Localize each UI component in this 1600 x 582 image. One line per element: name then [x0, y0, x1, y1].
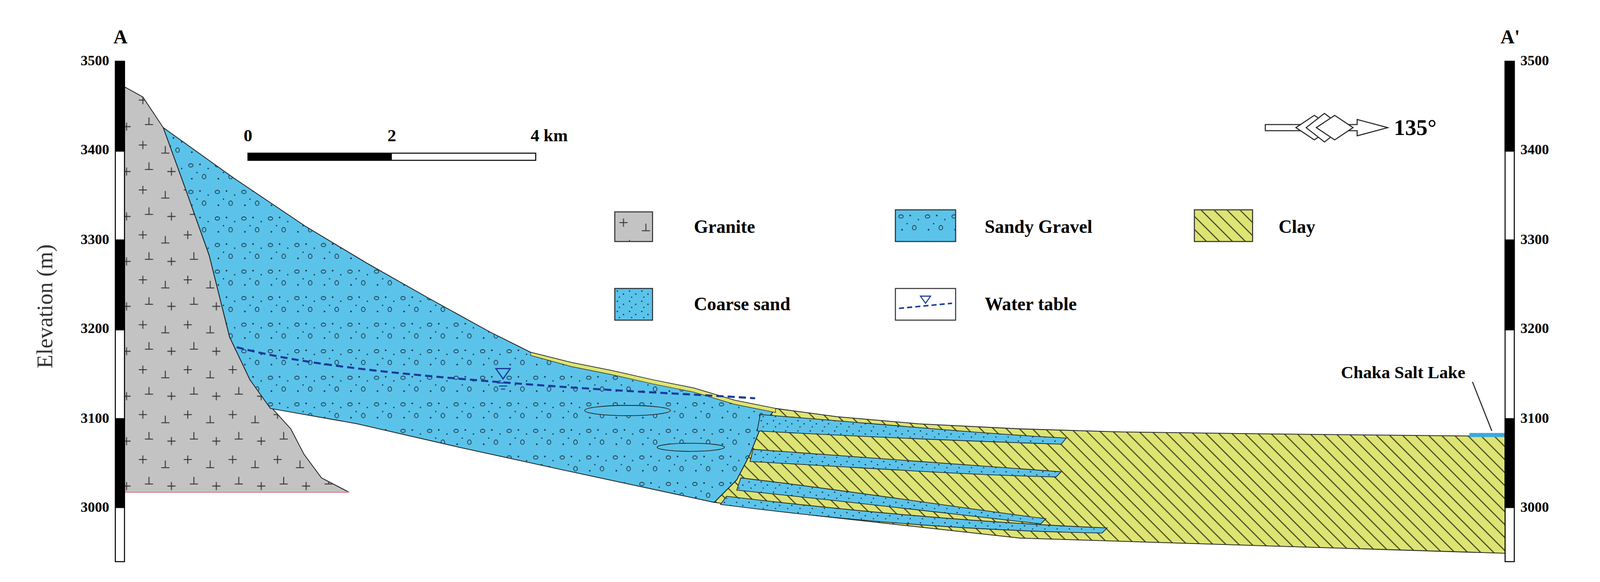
section-shape: [530, 351, 776, 413]
section-shape: [1469, 432, 1511, 437]
axis-tick: 3400: [1520, 143, 1550, 158]
section-shape: [584, 405, 1108, 533]
swatch-texture: [615, 212, 653, 241]
section-shape: [115, 61, 125, 562]
swatch-pattern: [896, 288, 955, 320]
swatch-pattern: [896, 210, 955, 242]
azimuth-label: 135°: [1394, 116, 1437, 139]
section-shape: [714, 408, 1511, 553]
axis-tick: 3500: [80, 54, 109, 69]
legend-text: Sandy Gravel: [984, 217, 1093, 236]
legend-text: Granite: [693, 217, 755, 236]
section-shape: [1505, 61, 1515, 151]
section-shape: [749, 448, 1062, 477]
section-shape: [1505, 61, 1515, 562]
legend-swatch: [894, 209, 956, 242]
axis-tick: 3300: [80, 232, 109, 247]
section-shape: [720, 414, 1108, 533]
axis-title: Elevation (m): [33, 243, 56, 369]
section-shape: [657, 442, 725, 451]
section-shape: [115, 61, 1515, 562]
section-shape: [115, 418, 125, 508]
section-shape: [163, 127, 776, 503]
section-shape: [495, 368, 511, 379]
section-shape: [247, 153, 536, 161]
section-shape: [720, 495, 1108, 533]
scale-label: 4 km: [530, 126, 568, 145]
section-shape: [757, 414, 1067, 444]
section-shape: [115, 61, 125, 151]
axis-tick: 3000: [80, 499, 109, 515]
swatch-pattern: [615, 288, 653, 320]
section-end: A: [113, 27, 128, 47]
swatch-pattern: [615, 212, 653, 241]
section-shape: [714, 408, 1511, 553]
axis-tick: 3200: [1520, 321, 1550, 336]
section-shape: [1472, 381, 1492, 431]
section-shape: [247, 153, 392, 161]
section-shape: [163, 127, 776, 503]
section-shape: [1505, 418, 1515, 508]
legend-swatch: [614, 287, 654, 321]
legend-swatch: [894, 287, 956, 321]
section-end: A': [1500, 27, 1520, 47]
water-table-symbol: [920, 295, 931, 303]
section-shape: [124, 491, 350, 493]
swatch-texture: [1194, 210, 1253, 242]
section-shape: [749, 448, 1062, 477]
section-shape: [236, 347, 755, 398]
legend-swatch: [614, 211, 654, 243]
section-shape: [1505, 239, 1515, 330]
scale-label: 2: [387, 126, 397, 145]
axis-tick: 3100: [80, 410, 109, 426]
swatch-texture: [615, 288, 653, 320]
legend-text: Clay: [1278, 217, 1316, 236]
legend-text: Coarse sand: [693, 294, 791, 314]
axis-tick: 3100: [1520, 410, 1550, 426]
axis-tick: 3300: [1520, 232, 1550, 247]
section-shape: [1316, 115, 1353, 140]
section-shape: [1265, 113, 1388, 143]
lake-label: Chaka Salt Lake: [1340, 363, 1466, 382]
section-shape: [497, 382, 510, 390]
axis-tick: 3500: [1520, 54, 1550, 69]
scale-label: 0: [243, 126, 252, 145]
section-shape: [757, 414, 1067, 444]
section-shape: [115, 239, 125, 330]
legend-swatch: [1193, 209, 1253, 242]
swatch-texture: [896, 210, 955, 242]
axis-tick: 3400: [80, 143, 109, 158]
axis-tick: 3200: [80, 321, 109, 336]
axis-tick: 3000: [1520, 499, 1550, 515]
swatch-pattern: [1194, 210, 1253, 242]
legend-text: Water table: [984, 294, 1077, 314]
section-shape: [584, 405, 671, 416]
